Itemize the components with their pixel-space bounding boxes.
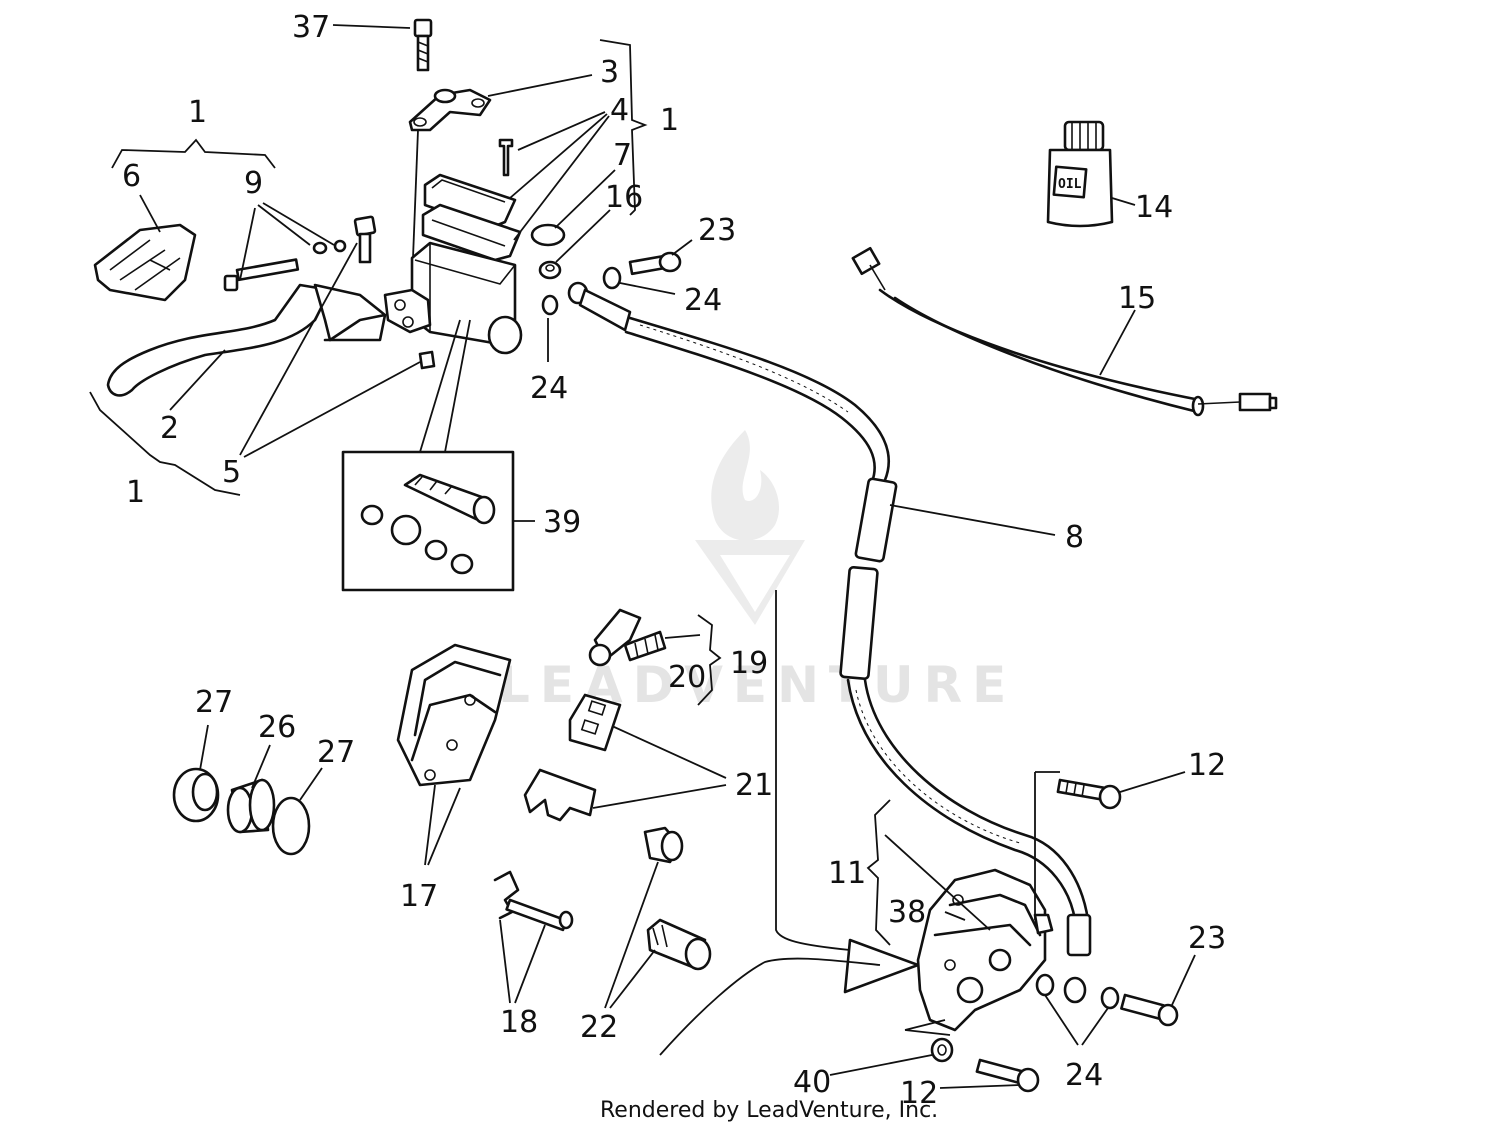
- callout-23-top: 23: [698, 213, 736, 248]
- callout-24-a: 24: [684, 283, 722, 318]
- callout-3: 3: [600, 55, 619, 90]
- plug-7: [530, 223, 566, 247]
- callout-8: 8: [1065, 520, 1084, 555]
- callout-39: 39: [543, 505, 581, 540]
- callout-21: 21: [735, 768, 773, 803]
- banjo-bolt-23-top: [541, 251, 682, 316]
- callout-24-c: 24: [1065, 1058, 1103, 1093]
- callout-1-top: 1: [660, 103, 679, 138]
- pad-spring-21: [523, 693, 622, 822]
- callout-24-b: 24: [530, 371, 568, 406]
- callout-11: 11: [828, 856, 866, 891]
- callout-9: 9: [244, 166, 263, 201]
- slide-pin-22: [643, 826, 712, 971]
- screw-5: [353, 215, 377, 264]
- callout-5: 5: [222, 455, 241, 490]
- master-cylinder-body: [383, 129, 523, 370]
- callout-22: 22: [580, 1010, 618, 1045]
- brake-caliper-11: [916, 868, 1054, 1032]
- callout-7: 7: [613, 138, 632, 173]
- callout-40: 40: [793, 1065, 831, 1100]
- callout-26: 26: [258, 710, 296, 745]
- callout-labels: 37 3 4 1 1 6 9 7 16 23 24 24 2 5 1 39 14…: [122, 10, 1226, 1111]
- callout-15: 15: [1118, 281, 1156, 316]
- arrow-head-upper: [843, 938, 920, 994]
- footer-credit: Rendered by LeadVenture, Inc.: [600, 1098, 938, 1123]
- washer-40: [930, 1037, 954, 1063]
- bracket-1-topleft: [111, 138, 276, 169]
- lever-cover-6: [93, 223, 197, 302]
- bracket-40: [904, 1019, 951, 1036]
- callout-20: 20: [668, 660, 706, 695]
- callout-18: 18: [500, 1005, 538, 1040]
- brake-lever-2: [106, 283, 387, 397]
- nut-16: [538, 260, 562, 280]
- callout-1-bottom: 1: [126, 475, 145, 510]
- brake-hose-8: [567, 281, 1092, 957]
- hose-route-arrow: [775, 590, 851, 951]
- callout-23-bottom: 23: [1188, 921, 1226, 956]
- callout-27-b: 27: [317, 735, 355, 770]
- pivot-bolt-9: [223, 239, 347, 292]
- bracket-1-bottomleft: [89, 391, 241, 496]
- callout-14: 14: [1135, 190, 1173, 225]
- callout-2: 2: [160, 411, 179, 446]
- oil-bottle-14: OIL: [1046, 120, 1114, 228]
- bracket-11: [866, 799, 891, 946]
- reservoir-cap-4: [421, 138, 522, 262]
- clamp-3: [408, 88, 492, 132]
- bracket-19: [697, 614, 722, 706]
- oil-label: OIL: [1058, 177, 1082, 192]
- callout-27-a: 27: [195, 685, 233, 720]
- callout-12-bottom: 12: [900, 1076, 938, 1111]
- callout-1-left: 1: [188, 95, 207, 130]
- bleeder-valve-19: [588, 608, 667, 667]
- hose-route-arrow-lower: [659, 957, 881, 1056]
- callout-6: 6: [122, 159, 141, 194]
- callout-12-top: 12: [1188, 748, 1226, 783]
- pad-pin-18: [493, 870, 574, 932]
- callout-37: 37: [292, 10, 330, 45]
- callout-17: 17: [400, 879, 438, 914]
- banjo-bolt-23-bottom: [1035, 973, 1179, 1027]
- brake-switch-wire-15: [851, 246, 1278, 417]
- brake-pad-17: [396, 643, 512, 787]
- bolt-37: [413, 18, 433, 72]
- callout-4: 4: [610, 93, 629, 128]
- piston-kit-parts: [360, 473, 496, 575]
- caliper-bolt-12-top: [1056, 778, 1122, 810]
- caliper-piston-26: [172, 767, 311, 856]
- callout-38: 38: [888, 895, 926, 930]
- callout-19: 19: [730, 646, 768, 681]
- caliper-bolt-12-bottom: [975, 1058, 1040, 1093]
- callout-16: 16: [605, 180, 643, 215]
- bracket-1-right: [599, 39, 648, 216]
